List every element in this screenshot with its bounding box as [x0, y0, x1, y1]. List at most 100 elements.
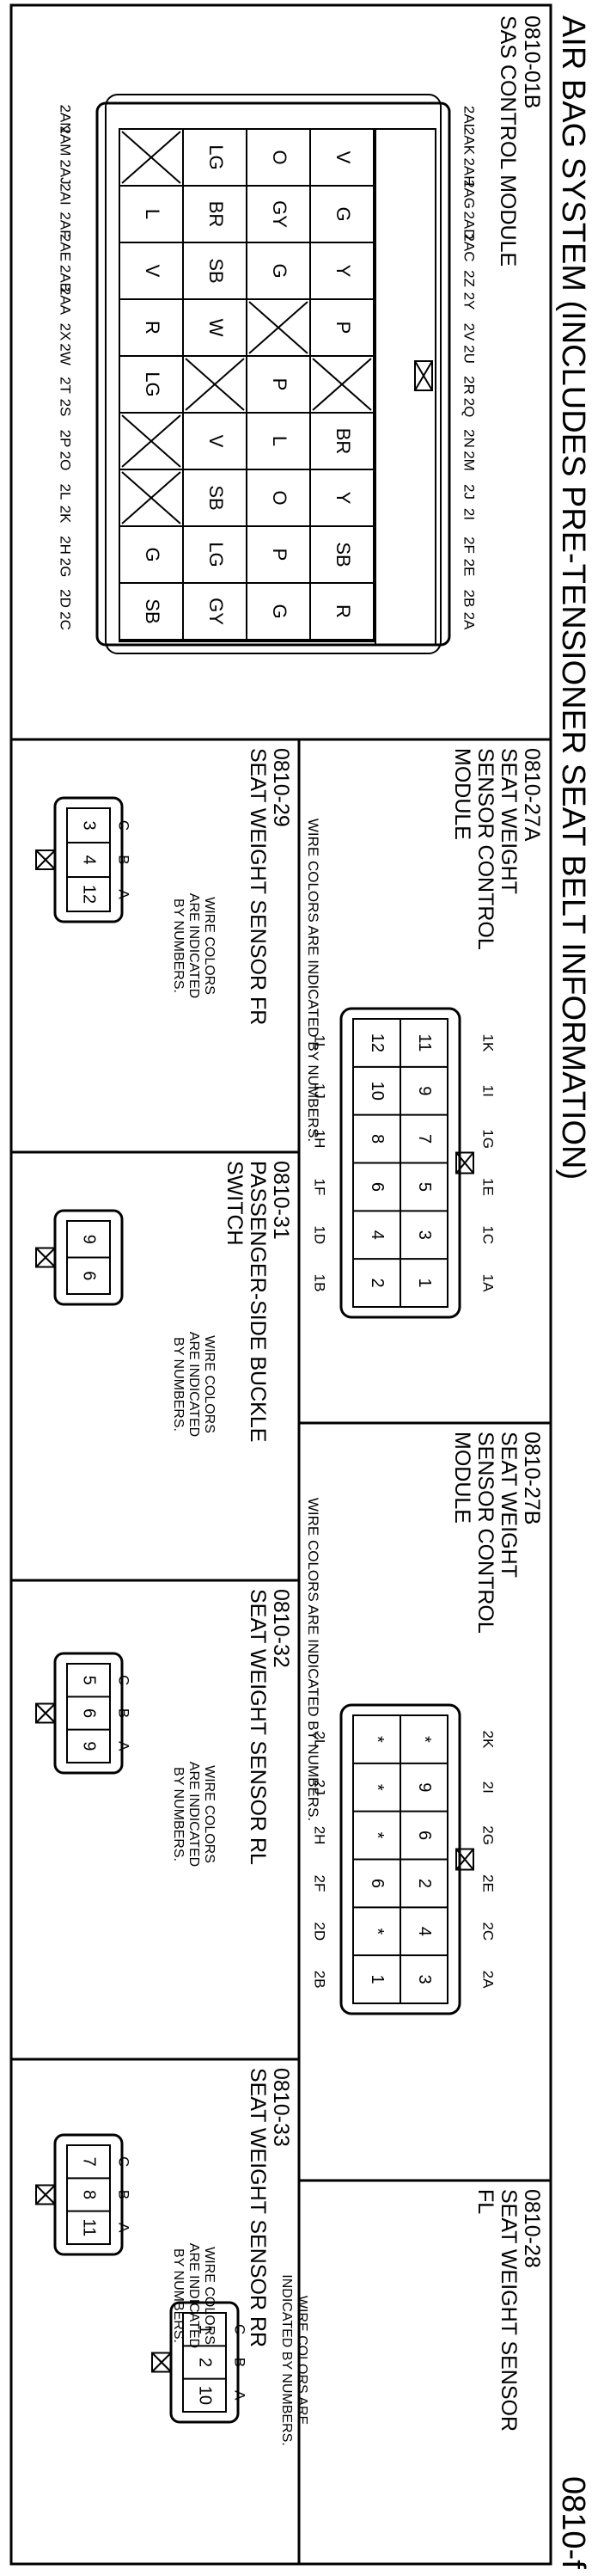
pin-label: 2L	[312, 1731, 328, 1747]
pin-number: *	[368, 1784, 387, 1791]
c27b-latch	[455, 1848, 474, 1871]
latch-line	[455, 1848, 474, 1871]
pin-letter: A	[232, 2390, 248, 2401]
pin-label: 1A	[480, 1274, 497, 1292]
connector-name-line: PASSENGER-SIDE BUCKLE	[246, 1161, 270, 1442]
pin-label: 2L	[58, 484, 74, 500]
wire-color: L	[142, 209, 163, 219]
pin-label: 2F	[312, 1874, 328, 1892]
sas-title: 0810-01B SAS CONTROL MODULE	[496, 15, 544, 267]
pin-label: 2P	[58, 430, 74, 448]
pin-letter: C	[116, 820, 132, 831]
pin-number: 6	[415, 1831, 434, 1840]
pin-number: 11	[415, 1034, 434, 1052]
wire-color: SB	[205, 258, 227, 283]
latch-line	[414, 360, 433, 391]
sas-latch-rail	[375, 128, 436, 646]
wire-color: V	[205, 435, 227, 448]
c31-latch	[35, 1247, 56, 1268]
latch-box	[35, 1702, 56, 1724]
c29-pin-field	[66, 807, 111, 912]
latch-line	[35, 1702, 56, 1724]
c33-wire-note: BY NUMBERS.	[171, 2248, 186, 2343]
c32-wire-note: ARE INDICATED	[186, 1762, 201, 1867]
pin-label: 2AC	[461, 233, 478, 261]
empty-cavity	[312, 358, 372, 411]
pin-letter: C	[116, 1675, 132, 1685]
c33-wire-note: WIRE COLORS	[202, 2247, 217, 2345]
pin-label: 1D	[312, 1225, 328, 1244]
latch-line	[35, 2184, 56, 2205]
pin-number: 1	[368, 1975, 387, 1984]
c29-wire-note: WIRE COLORS	[202, 897, 217, 995]
page-code: 0810-f	[555, 2476, 591, 2569]
pin-label: 2J	[312, 1780, 328, 1795]
pin-label: 1E	[480, 1178, 497, 1196]
sas-housing	[95, 101, 451, 647]
wire-color: W	[205, 319, 227, 337]
pin-number: *	[368, 1832, 387, 1839]
wire-color: SB	[333, 542, 354, 567]
connector-id: 0810-01B	[520, 15, 544, 108]
c28-latch	[151, 2352, 172, 2373]
c29-latch	[35, 849, 56, 870]
wire-color: R	[142, 321, 163, 334]
pin-label: 2K	[480, 1731, 497, 1749]
pin-label: 2B	[312, 1971, 328, 1989]
pin-letter: A	[116, 889, 132, 899]
wire-color: G	[269, 263, 290, 278]
pin-label: 2S	[58, 399, 74, 417]
wire-color: Y	[333, 265, 354, 278]
connector-name-line: SENSOR CONTROL	[473, 748, 497, 950]
pin-number: 6	[368, 1182, 387, 1192]
connector-name-line: SEAT WEIGHT SENSOR RR	[246, 2068, 270, 2347]
c33-pin-field	[66, 2144, 111, 2245]
c33-latch	[35, 2184, 56, 2205]
pin-number: 9	[415, 1086, 434, 1095]
wire-color: GY	[205, 598, 227, 625]
connector-name-line: SEAT WEIGHT	[497, 1432, 521, 1578]
pin-letter: A	[116, 1741, 132, 1751]
connector-name-line: SEAT WEIGHT	[497, 748, 521, 894]
c28-title: 0810-28 SEAT WEIGHT SENSOR FL	[473, 2189, 544, 2432]
c32-pin-field	[66, 1663, 111, 1763]
pin-label: 2E	[480, 1874, 497, 1892]
pin-label: 2A	[461, 612, 478, 630]
connector-id: 0810-32	[269, 1589, 293, 1668]
pin-label: 2C	[58, 611, 74, 630]
pin-number: 4	[368, 1230, 387, 1240]
pin-number: 10	[368, 1082, 387, 1101]
pin-label: 1J	[312, 1083, 328, 1099]
wire-color: O	[269, 490, 290, 505]
latch-box	[35, 1247, 56, 1268]
pin-number: 3	[80, 820, 99, 830]
connector-id: 0810-31	[269, 1161, 293, 1240]
pin-number: 6	[80, 1708, 99, 1718]
pin-number: 12	[368, 1033, 387, 1052]
c31-wire-note: ARE INDICATED	[186, 1332, 201, 1437]
pin-number: 7	[415, 1134, 434, 1144]
connector-name-line: SEAT WEIGHT SENSOR FR	[246, 748, 270, 1025]
empty-cavity	[121, 414, 181, 468]
pin-label: 2AJ	[58, 159, 74, 184]
pin-label: 2AH	[461, 157, 478, 186]
c32-wire-note: WIRE COLORS	[202, 1765, 217, 1863]
wire-note: WIRE COLORS ARE INDICATED BY NUMBERS.	[305, 1498, 321, 1821]
pin-label: 2W	[58, 343, 74, 365]
pin-number: 1	[415, 1279, 434, 1288]
wire-note: WIRE COLORS ARE INDICATED BY NUMBERS.	[305, 819, 321, 1142]
c29-wire-note: ARE INDICATED	[186, 893, 201, 998]
pin-label: 1K	[480, 1034, 497, 1052]
wire-color: V	[333, 151, 354, 164]
pin-label: 2M	[461, 451, 478, 471]
pin-number: *	[368, 1928, 387, 1935]
wire-color: V	[142, 265, 163, 278]
pin-label: 2V	[461, 323, 478, 341]
pin-label: 2G	[480, 1825, 497, 1845]
sas-housing-outer	[105, 94, 442, 654]
pin-number: 9	[80, 1235, 99, 1244]
pin-number: 9	[80, 1741, 99, 1751]
wire-color: SB	[205, 485, 227, 510]
wire-color: P	[269, 378, 290, 391]
pin-number: 11	[80, 2218, 99, 2236]
